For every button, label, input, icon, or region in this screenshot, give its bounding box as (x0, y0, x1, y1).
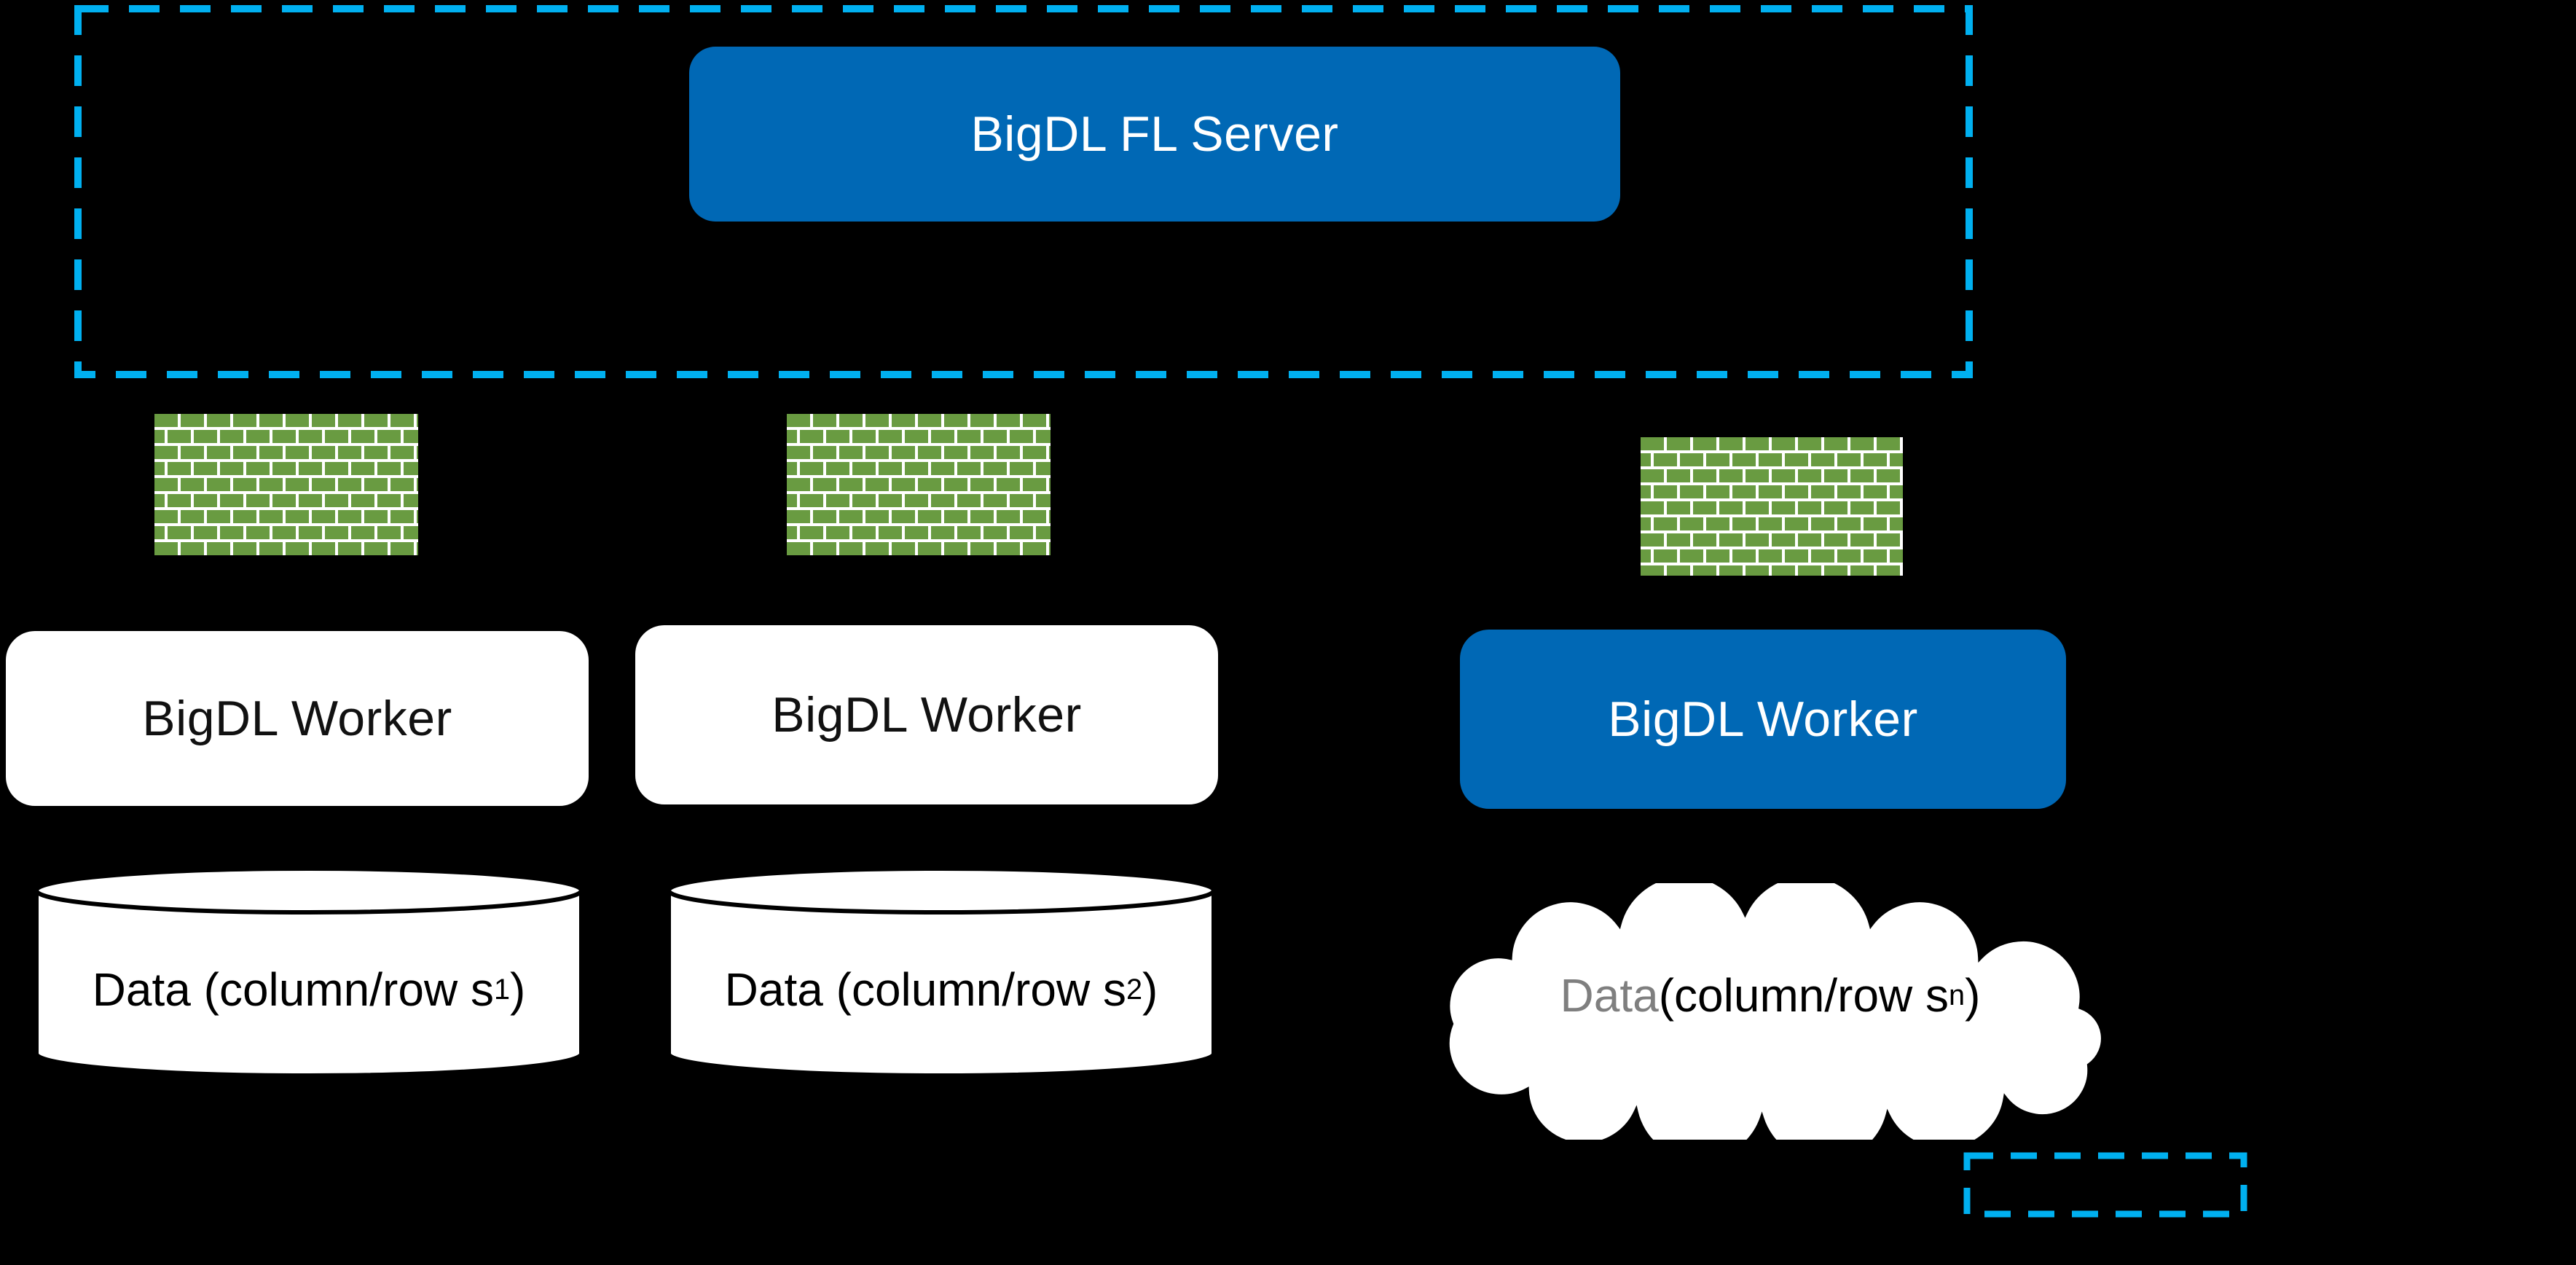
fl-server-label: BigDL FL Server (970, 106, 1339, 162)
firewall-icon (1641, 437, 1903, 576)
data-label-text: Data (column/row s (724, 963, 1126, 1016)
worker-box-3: BigDL Worker (1460, 630, 2066, 809)
data-label-text: Data (column/row s (92, 963, 494, 1016)
worker-box-2: BigDL Worker (635, 625, 1218, 804)
firewall-icon (154, 414, 418, 555)
firewall-icon (787, 414, 1051, 555)
fl-server-zone-dashed-border (74, 5, 1973, 378)
worker-label: BigDL Worker (1608, 692, 1918, 747)
worker-label: BigDL Worker (142, 691, 452, 746)
fl-server-box: BigDL FL Server (689, 47, 1620, 222)
data-label-word: Data (1560, 969, 1659, 1022)
worker-box-1: BigDL Worker (6, 631, 589, 806)
legend-dashed-box (1963, 1152, 2247, 1218)
data-label-suffix: ) (1965, 969, 1981, 1022)
data-label-suffix: ) (510, 963, 526, 1016)
data-label-suffix: ) (1142, 963, 1158, 1016)
data-label-text: (column/row s (1658, 969, 1949, 1022)
worker-label: BigDL Worker (771, 687, 1082, 743)
